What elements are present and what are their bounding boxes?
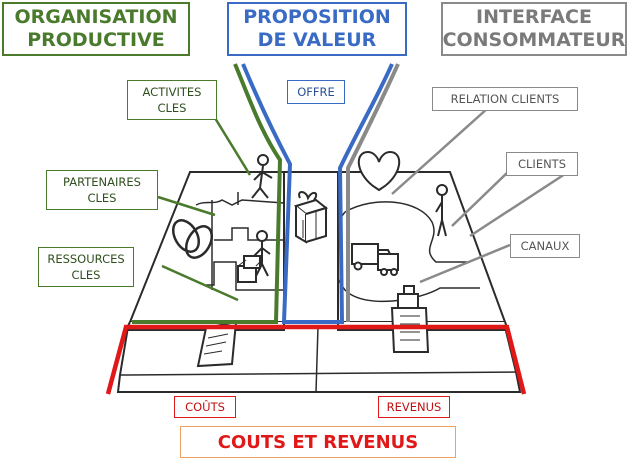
interface-boundary-line — [346, 63, 400, 322]
cash-register-icon — [390, 285, 430, 353]
label-relation-clients: RELATION CLIENTS — [432, 87, 578, 111]
label-revenus: REVENUS — [378, 396, 450, 418]
header-proposition-de-valeur: PROPOSITION DE VALEUR — [227, 2, 407, 56]
gift-box-icon — [293, 191, 329, 244]
organisation-boundary-line — [132, 63, 283, 324]
crate-icon — [237, 255, 263, 283]
label-partenaires-cles: PARTENAIRES CLES — [46, 170, 158, 210]
costs-revenues-boundary — [105, 324, 527, 395]
costs-revenues-board — [116, 326, 522, 393]
label-clients: CLIENTS — [506, 152, 578, 176]
label-canaux: CANAUX — [510, 234, 580, 258]
label-ressources-cles: RESSOURCES CLES — [38, 247, 134, 287]
footer-couts-et-revenus: COUTS ET REVENUS — [180, 426, 456, 458]
truck-icon — [351, 243, 399, 276]
label-activites-cles: ACTIVITES CLES — [127, 80, 217, 120]
label-couts: COÛTS — [174, 396, 236, 418]
label-offre: OFFRE — [287, 80, 345, 104]
label-connectors — [157, 107, 566, 302]
chain-link-icon — [171, 219, 214, 259]
value-proposition-funnel — [241, 63, 394, 324]
header-interface-consommateur: INTERFACE CONSOMMATEUR — [441, 2, 627, 56]
header-organisation-productive: ORGANISATION PRODUCTIVE — [2, 2, 190, 56]
worker-figure-icon — [251, 154, 448, 277]
heart-icon — [357, 150, 401, 192]
